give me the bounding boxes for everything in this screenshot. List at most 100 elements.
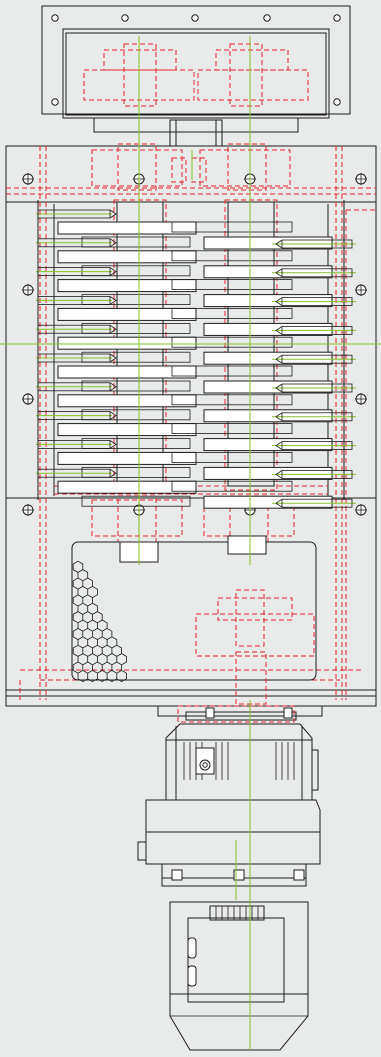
bolt-tip-icon: [109, 411, 117, 420]
bolt-hole-icon: [333, 14, 341, 22]
side-bolt: [37, 468, 111, 478]
bolt-tip-icon: [109, 267, 117, 276]
side-bolt: [37, 439, 111, 449]
bolt-tip-icon: [109, 209, 117, 219]
bolt-tip-icon: [109, 296, 117, 305]
center-lines: [0, 36, 381, 1050]
cutter-disc: [203, 294, 333, 308]
side-bolt: [281, 354, 353, 364]
spacer-ring: [81, 380, 191, 392]
spacer-ring: [171, 451, 293, 463]
cutter-discs-right: [203, 236, 333, 509]
spacer-ring: [171, 279, 293, 291]
side-bolt: [281, 239, 353, 249]
bolt-tip-icon: [275, 498, 283, 508]
bolt-tip-icon: [275, 412, 283, 422]
side-bolt: [37, 411, 111, 421]
spacer-ring: [171, 480, 293, 492]
cutter-disc: [57, 451, 197, 465]
spacer-ring: [81, 351, 191, 363]
bolt-tip-icon: [275, 297, 283, 306]
side-bolt: [281, 297, 353, 307]
bolt-tip-icon: [275, 354, 283, 364]
cutter-disc: [203, 322, 333, 336]
cutter-disc: [57, 221, 197, 235]
spacer-ring: [81, 236, 191, 248]
cutter-disc: [203, 495, 333, 509]
spacer-ring: [81, 322, 191, 334]
cutter-disc: [203, 351, 333, 365]
bolt-tip-icon: [109, 238, 117, 248]
transition-neck: [169, 119, 223, 147]
side-bolt: [37, 324, 111, 334]
bolt-hole-icon: [263, 14, 271, 22]
bolt-tip-icon: [275, 239, 283, 249]
bolt-tip-icon: [275, 268, 283, 278]
electric-motor: [169, 901, 309, 1051]
bolt-tip-icon: [109, 382, 117, 392]
bolt-tip-icon: [275, 441, 283, 450]
cutter-disc: [57, 336, 197, 350]
cutter-disc: [57, 365, 197, 379]
side-bolt: [281, 325, 353, 335]
spacer-ring: [171, 250, 293, 262]
bolt-tip-icon: [109, 353, 117, 363]
cutter-disc: [57, 480, 197, 494]
cutter-disc: [203, 438, 333, 452]
spacer-ring: [81, 438, 191, 450]
side-bolt: [37, 267, 111, 277]
bolt-tip-icon: [275, 470, 283, 479]
cutter-spacers: [81, 221, 293, 507]
cutter-disc: [203, 380, 333, 394]
spacer-ring: [171, 336, 293, 348]
spacer-ring: [171, 394, 293, 406]
bolt-hole-icon: [51, 14, 59, 22]
cutter-disc: [203, 466, 333, 480]
spacer-ring: [81, 495, 191, 507]
bolt-hole-icon: [333, 98, 341, 106]
bolt-hole-icon: [191, 14, 199, 22]
spacer-ring: [171, 423, 293, 435]
bolt-tip-icon: [109, 440, 117, 449]
spacer-ring: [81, 294, 191, 306]
spacer-ring: [171, 221, 293, 233]
side-bolt: [37, 353, 111, 363]
cutter-disc: [203, 236, 333, 250]
cutter-disc: [57, 394, 197, 408]
side-bolts-right: [272, 239, 356, 508]
bolt-tip-icon: [275, 383, 283, 393]
spacer-ring: [171, 307, 293, 319]
cutter-disc: [203, 265, 333, 279]
oil-plug-icon: [199, 759, 211, 771]
cutting-chamber: [5, 143, 377, 707]
bolt-hole-icon: [121, 14, 129, 22]
hopper-flange: [41, 5, 351, 133]
spacer-ring: [81, 265, 191, 277]
gear-reducer: [137, 705, 323, 887]
bolt-tip-icon: [109, 468, 117, 478]
cutter-disc: [57, 423, 197, 437]
screen-mesh-icon: [72, 560, 127, 683]
side-bolt: [281, 412, 353, 422]
bolt-tip-icon: [275, 326, 283, 335]
cutter-discs-left: [57, 221, 197, 494]
side-bolt: [281, 498, 353, 508]
cutter-disc: [203, 409, 333, 423]
cutter-disc: [57, 279, 197, 293]
bolt-tip-icon: [109, 324, 117, 334]
side-bolt: [37, 382, 111, 392]
cutter-disc: [57, 307, 197, 321]
spacer-ring: [81, 466, 191, 478]
side-bolt: [37, 295, 111, 305]
spacer-ring: [81, 409, 191, 421]
bolt-hole-icon: [51, 98, 59, 106]
side-bolt: [281, 469, 353, 479]
side-bolt: [281, 268, 353, 278]
spacer-ring: [171, 365, 293, 377]
screen-housing: [71, 535, 317, 705]
side-bolts-left: [36, 209, 117, 478]
side-bolt: [37, 209, 111, 219]
side-bolt: [281, 383, 353, 393]
side-bolt: [37, 238, 111, 248]
